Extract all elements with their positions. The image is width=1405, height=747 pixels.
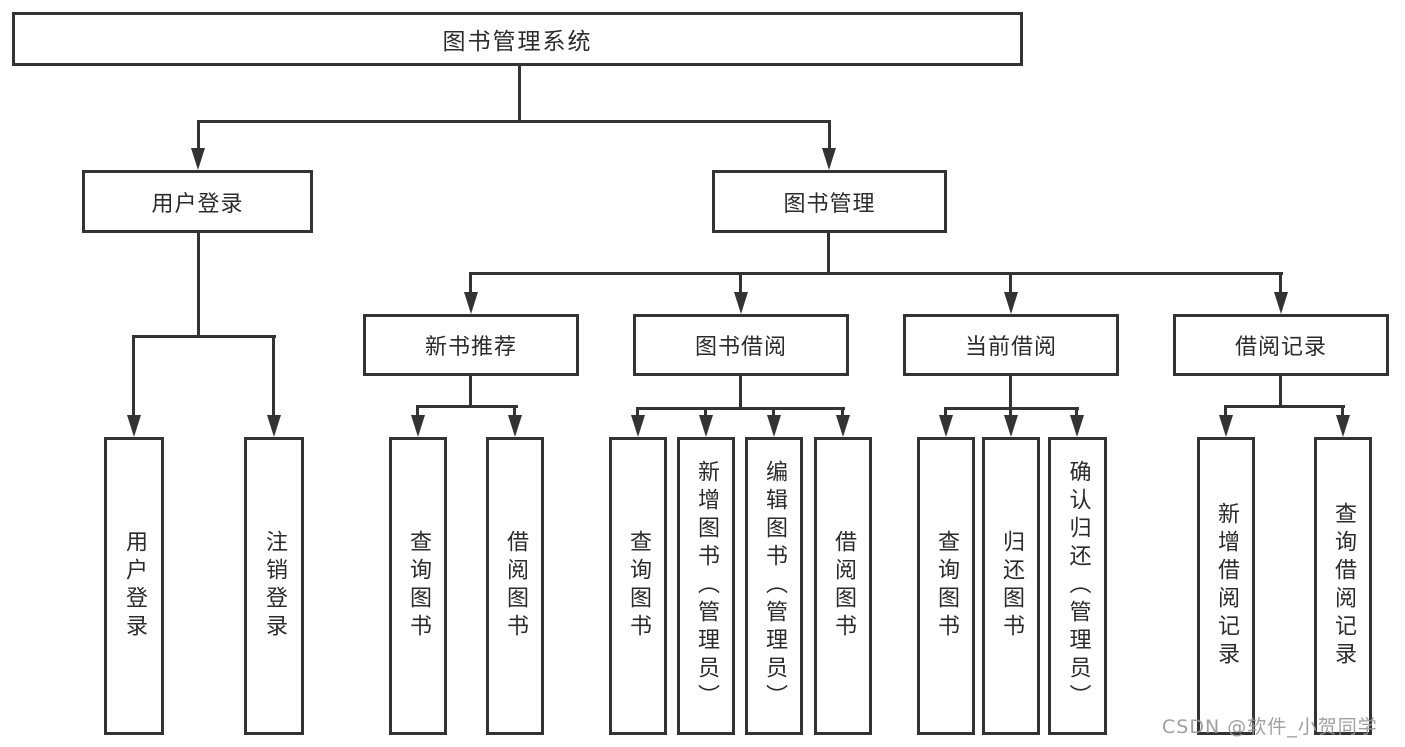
connector-to-leaf bbox=[944, 407, 947, 417]
connector-borrowing-branch bbox=[636, 407, 845, 410]
arrow-down-icon bbox=[191, 148, 205, 170]
connector-to-leaf bbox=[513, 405, 516, 417]
leaf-label: 查询图书 bbox=[626, 530, 651, 642]
leaf-query-book: 查询图书 bbox=[917, 437, 975, 735]
leaf-label: 编辑图书（管理员） bbox=[762, 460, 787, 712]
arrow-down-icon bbox=[127, 415, 141, 437]
leaf-label: 查询图书 bbox=[406, 530, 431, 642]
connector-to-leaf bbox=[416, 405, 419, 417]
leaf-add-borrow-record: 新增借阅记录 bbox=[1197, 437, 1255, 735]
connector-recommend-stem bbox=[469, 376, 472, 405]
connector-to-leaf bbox=[1075, 407, 1078, 417]
leaf-borrow-book: 借阅图书 bbox=[486, 437, 544, 735]
arrow-down-icon bbox=[1274, 292, 1288, 314]
arrow-down-icon bbox=[734, 292, 748, 314]
node-root-system: 图书管理系统 bbox=[12, 12, 1023, 66]
leaf-label: 借阅图书 bbox=[503, 530, 528, 642]
arrow-down-icon bbox=[1004, 415, 1018, 437]
node-current-borrowing: 当前借阅 bbox=[903, 314, 1119, 376]
node-new-book-recommend: 新书推荐 bbox=[363, 314, 579, 376]
connector-level3-branch bbox=[469, 272, 1283, 275]
arrow-down-icon bbox=[1219, 415, 1233, 437]
node-book-management: 图书管理 bbox=[712, 170, 947, 233]
connector-to-borrowing bbox=[739, 272, 742, 294]
csdn-watermark: CSDN @软件_小贺同学 bbox=[1162, 716, 1378, 738]
leaf-user-login: 用户登录 bbox=[104, 437, 164, 735]
leaf-query-borrow-record: 查询借阅记录 bbox=[1314, 437, 1372, 735]
leaf-edit-book-admin: 编辑图书（管理员） bbox=[745, 437, 803, 735]
leaf-label: 注销登录 bbox=[262, 530, 287, 642]
arrow-down-icon bbox=[631, 415, 645, 437]
arrow-down-icon bbox=[508, 415, 522, 437]
leaf-label: 确认归还（管理员） bbox=[1065, 460, 1091, 712]
node-user-login: 用户登录 bbox=[82, 170, 313, 233]
node-book-borrowing: 图书借阅 bbox=[633, 314, 849, 376]
arrow-down-icon bbox=[939, 415, 953, 437]
leaf-label: 查询借阅记录 bbox=[1331, 502, 1356, 670]
connector-to-book-management bbox=[828, 120, 831, 150]
connector-to-leaf bbox=[704, 407, 707, 417]
connector-to-leaf bbox=[1341, 405, 1344, 417]
leaf-label: 用户登录 bbox=[122, 530, 147, 642]
connector-recommend-branch bbox=[416, 405, 518, 408]
connector-to-recommend bbox=[469, 272, 472, 294]
arrow-down-icon bbox=[767, 415, 781, 437]
connector-records-branch bbox=[1224, 405, 1345, 408]
leaf-borrow-book: 借阅图书 bbox=[814, 437, 872, 735]
arrow-down-icon bbox=[267, 415, 281, 437]
node-borrowing-records: 借阅记录 bbox=[1173, 314, 1389, 376]
leaf-label: 查询图书 bbox=[934, 530, 959, 642]
connector-mgmt-stem bbox=[827, 233, 830, 272]
leaf-logout: 注销登录 bbox=[244, 437, 304, 735]
connector-login-branch bbox=[132, 335, 276, 338]
connector-to-leaf bbox=[1009, 407, 1012, 417]
connector-records-stem bbox=[1279, 376, 1282, 405]
leaf-label: 借阅图书 bbox=[831, 530, 856, 642]
leaf-label: 归还图书 bbox=[999, 530, 1024, 642]
arrow-down-icon bbox=[1070, 415, 1084, 437]
connector-to-current bbox=[1009, 272, 1012, 294]
connector-to-leaf bbox=[1224, 405, 1227, 417]
leaf-label: 新增图书（管理员） bbox=[694, 460, 719, 712]
connector-current-stem bbox=[1009, 376, 1012, 407]
connector-to-user-login bbox=[197, 120, 200, 150]
arrow-down-icon bbox=[411, 415, 425, 437]
leaf-return-book: 归还图书 bbox=[982, 437, 1040, 735]
leaf-add-book-admin: 新增图书（管理员） bbox=[677, 437, 735, 735]
connector-to-leaf bbox=[772, 407, 775, 417]
leaf-label: 新增借阅记录 bbox=[1214, 502, 1239, 670]
connector-to-leaf bbox=[132, 335, 135, 417]
connector-level2-branch bbox=[197, 120, 831, 123]
arrow-down-icon bbox=[1336, 415, 1350, 437]
connector-to-leaf bbox=[636, 407, 639, 417]
connector-to-leaf bbox=[841, 407, 844, 417]
connector-to-records bbox=[1279, 272, 1282, 294]
leaf-confirm-return-admin: 确认归还（管理员） bbox=[1048, 437, 1107, 735]
leaf-query-book: 查询图书 bbox=[389, 437, 447, 735]
arrow-down-icon bbox=[699, 415, 713, 437]
connector-root-stem bbox=[518, 66, 521, 120]
arrow-down-icon bbox=[836, 415, 850, 437]
connector-to-leaf bbox=[272, 335, 275, 417]
connector-login-stem bbox=[197, 233, 200, 335]
arrow-down-icon bbox=[822, 148, 836, 170]
connector-borrowing-stem bbox=[739, 376, 742, 407]
arrow-down-icon bbox=[464, 292, 478, 314]
arrow-down-icon bbox=[1004, 292, 1018, 314]
leaf-query-book: 查询图书 bbox=[609, 437, 667, 735]
